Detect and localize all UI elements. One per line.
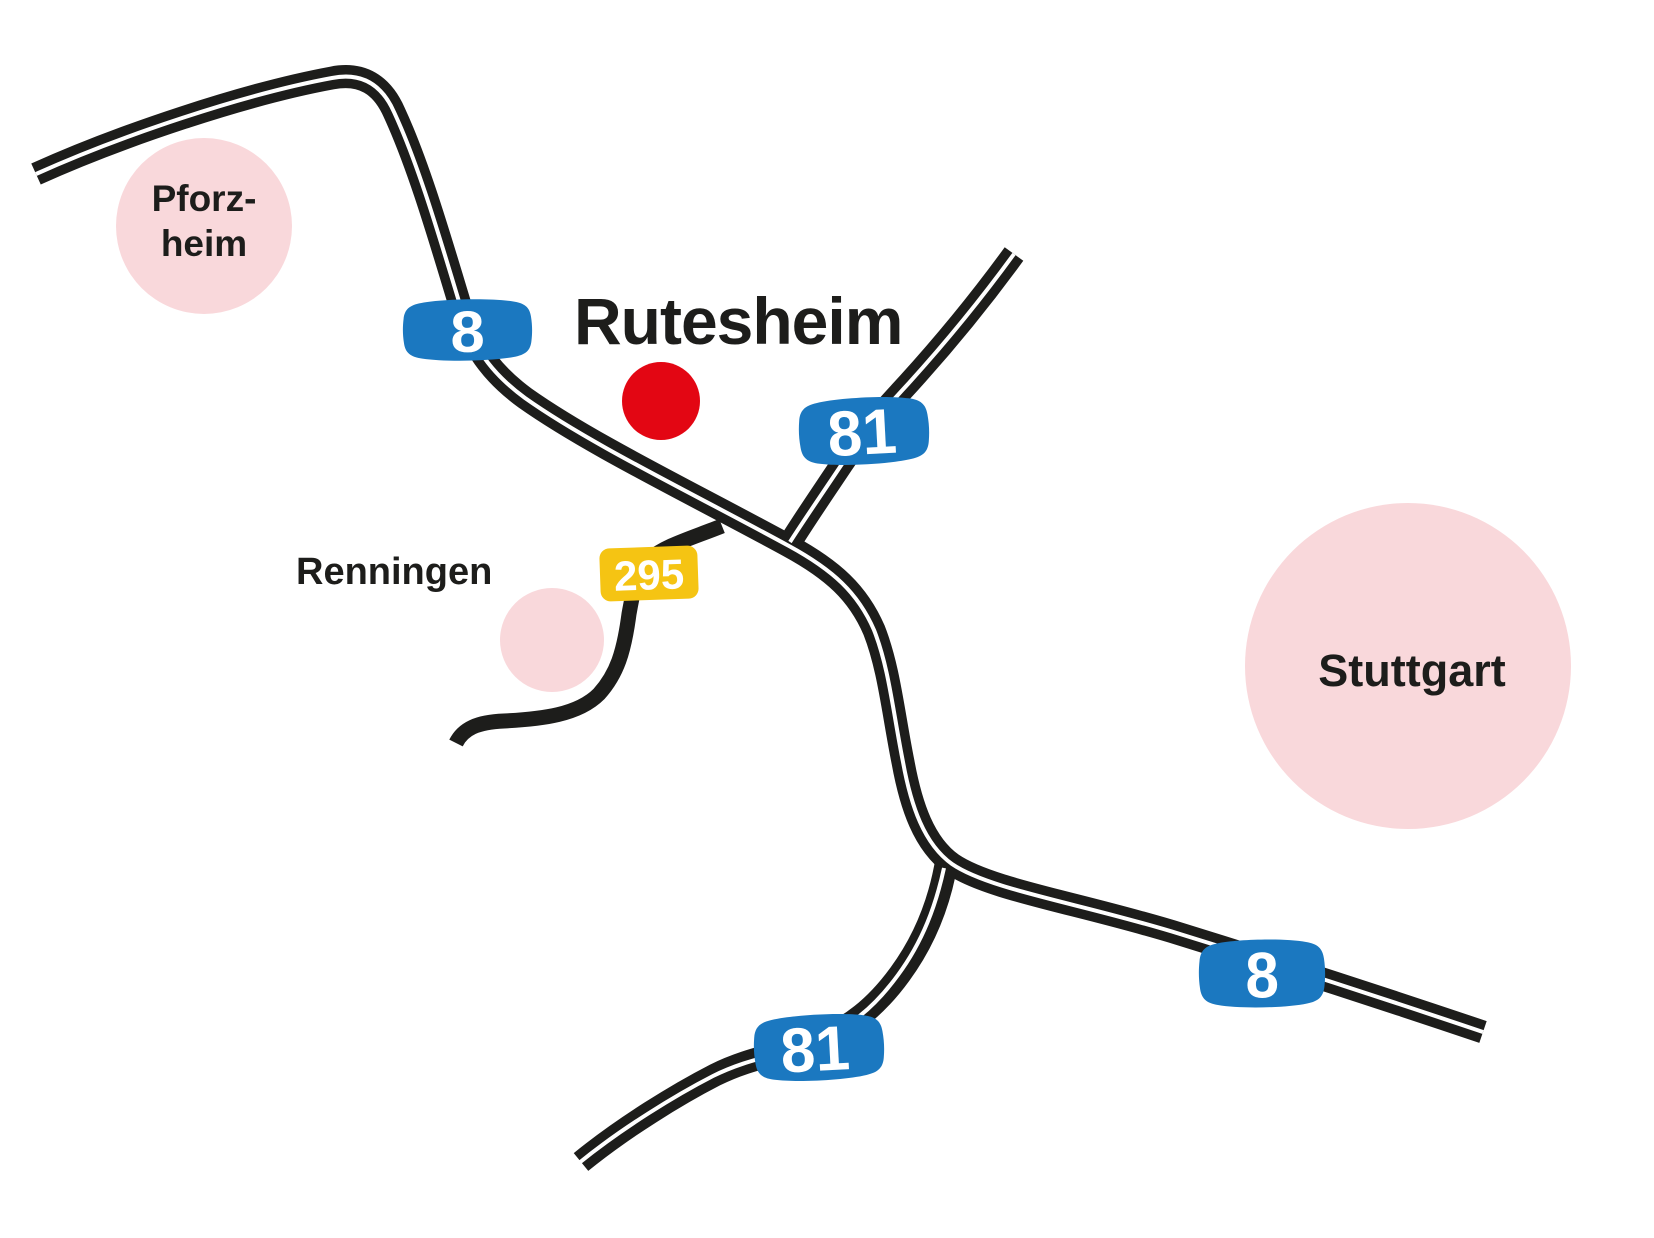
badge-a81-north: 81 [798, 396, 930, 470]
label-stuttgart: Stuttgart [1318, 645, 1506, 696]
city-circle-pforzheim [116, 138, 292, 314]
label-rutesheim: Rutesheim [574, 284, 903, 358]
autobahn-shield-shape [753, 1013, 885, 1082]
badge-a8-south: 8 [1198, 939, 1326, 1012]
label-pforzheim-line2: heim [160, 223, 248, 264]
autobahn-shield-shape [402, 299, 533, 361]
label-pforzheim-line1: Pforz- [151, 178, 257, 219]
badge-a81-south: 81 [753, 1013, 885, 1087]
badge-number-label: 81 [779, 1013, 852, 1087]
road-a8-main-centerline [35, 74, 1484, 1034]
city-circle-renningen [500, 588, 604, 692]
badge-a8-north: 8 [402, 299, 533, 365]
city-circle-stuttgart [1245, 503, 1571, 829]
label-pforzheim: Pforz- heim [94, 176, 314, 266]
badge-number-label: 8 [450, 299, 485, 365]
badge-b295: 295 [599, 545, 699, 602]
badge-number-label: 295 [613, 550, 685, 599]
rutesheim-marker-dot [622, 362, 700, 440]
road-a81-south [573, 857, 959, 1171]
badge-number-label: 81 [826, 396, 899, 470]
bundesstrasse-plate-shape [599, 545, 699, 602]
label-renningen: Renningen [296, 551, 493, 593]
autobahn-shield-shape [798, 397, 930, 465]
autobahn-shield-shape [1198, 939, 1326, 1008]
badge-number-label: 8 [1245, 939, 1280, 1012]
